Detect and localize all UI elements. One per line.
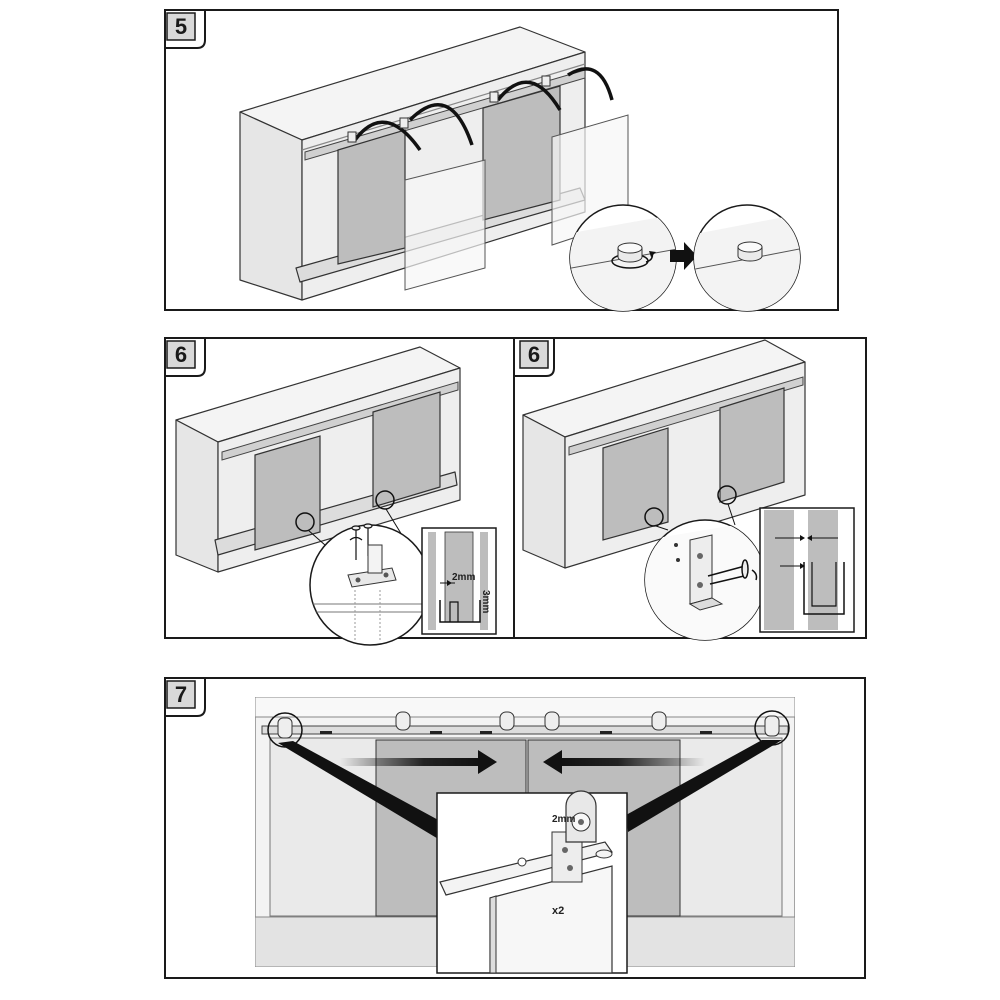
step-5-door-right: [482, 85, 561, 221]
step-6-right-panel: 6: [513, 337, 867, 641]
roller-icon: [347, 75, 551, 143]
bracket-icon: [674, 534, 724, 611]
step-6-right-detail: [644, 519, 766, 641]
step-6-left-door-right: [372, 391, 441, 508]
stopper-icon: [347, 544, 397, 588]
step-6-right-label-box: [519, 340, 549, 369]
step-6-right-track-rail: [568, 376, 804, 456]
step-7-leader-right: [626, 740, 782, 832]
step-6-left-label-box: [166, 340, 196, 369]
step-6-right-section-inset: [759, 507, 855, 633]
step-5-detail-after: [693, 204, 801, 312]
step-6-left-door-left: [254, 435, 321, 551]
step-6-left-number: 6: [175, 342, 187, 367]
roller-icon: [395, 711, 667, 731]
step-6-left-section-inset: 2mm 3mm: [421, 527, 497, 635]
step-6-left-callout-b: [375, 490, 395, 510]
step-5-motion-arcs: [353, 67, 614, 152]
step-6-right-door-left: [602, 427, 669, 541]
step-6-right-callout-a: [644, 507, 664, 527]
step-7-label-box: [166, 680, 196, 709]
screw-icon: [349, 523, 373, 560]
arrow-left-icon: [543, 750, 705, 774]
step-7-track-rail: [261, 725, 789, 735]
gap-label-right: 3mm: [480, 590, 491, 613]
step-5-panel: 5: [164, 9, 839, 312]
step-7-panel: 7: [164, 677, 866, 979]
step-5-door-left-moving: [404, 159, 486, 291]
step-7-number: 7: [175, 682, 187, 707]
step-5-number: 5: [175, 14, 187, 39]
step-6-right-number: 6: [528, 342, 540, 367]
step-6-left-panel: 6: [164, 337, 515, 646]
roller-gap-label: 2mm: [552, 814, 575, 825]
step-5-label-box: [166, 12, 196, 41]
stopper-icon: [611, 242, 656, 269]
step-6-left-track-rail: [221, 381, 459, 461]
quantity-label: x2: [552, 905, 564, 917]
arrow-right-icon: [670, 242, 697, 270]
step-6-left-detail: [309, 523, 431, 646]
bolt-icon: [707, 559, 758, 585]
step-6-right-callout-b: [717, 485, 737, 505]
step-6-right-door-right: [719, 387, 785, 503]
step-7-leader-left: [278, 741, 442, 840]
arrow-right-icon: [340, 750, 497, 774]
step-6-left-callout-a: [295, 512, 315, 532]
roller-icon: [551, 790, 613, 883]
step-7-detail-inset: 2mm x2: [436, 790, 628, 974]
step-5-door-left: [337, 129, 406, 265]
gap-label-left: 2mm: [452, 572, 475, 583]
